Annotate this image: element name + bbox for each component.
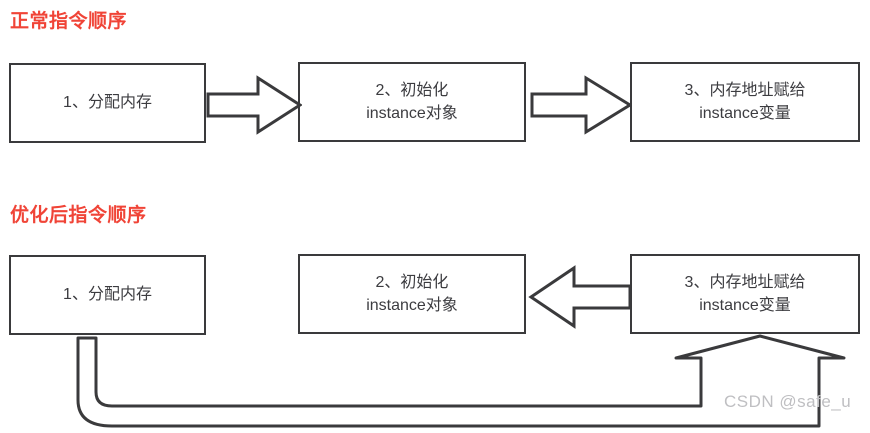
- left-arrow-icon-reordered-3-to-2: [528, 265, 632, 329]
- step-box-reordered-3: 3、内存地址赋给 instance变量: [630, 254, 860, 334]
- section-title-normal-order: 正常指令顺序: [10, 11, 128, 32]
- right-arrow-icon-normal-1-to-2: [206, 75, 302, 135]
- step-box-normal-2-line2: instance对象: [366, 105, 458, 122]
- step-box-normal-1-line1: 1、分配内存: [63, 94, 152, 112]
- step-box-reordered-1: 1、分配内存: [9, 255, 206, 335]
- step-box-normal-2: 2、初始化 instance对象: [298, 62, 526, 142]
- step-box-reordered-2-line1: 2、初始化: [375, 273, 449, 291]
- step-box-reordered-2-line2: instance对象: [366, 297, 458, 314]
- section-title-reordered: 优化后指令顺序: [10, 205, 147, 226]
- step-box-normal-2-line1: 2、初始化: [375, 81, 449, 99]
- step-box-reordered-1-line1: 1、分配内存: [63, 286, 152, 304]
- step-box-reordered-3-line1: 3、内存地址赋给: [684, 273, 806, 291]
- step-box-reordered-2: 2、初始化 instance对象: [298, 254, 526, 334]
- step-box-normal-3-line2: instance变量: [699, 105, 791, 122]
- right-arrow-icon-normal-2-to-3: [530, 75, 632, 135]
- step-box-normal-1: 1、分配内存: [9, 63, 206, 143]
- step-box-normal-3: 3、内存地址赋给 instance变量: [630, 62, 860, 142]
- step-box-reordered-3-line2: instance变量: [699, 297, 791, 314]
- step-box-normal-3-line1: 3、内存地址赋给: [684, 81, 806, 99]
- loop-arrow-icon-reordered-1-to-3: [76, 334, 846, 428]
- watermark-text: CSDN @safe_u: [724, 392, 852, 411]
